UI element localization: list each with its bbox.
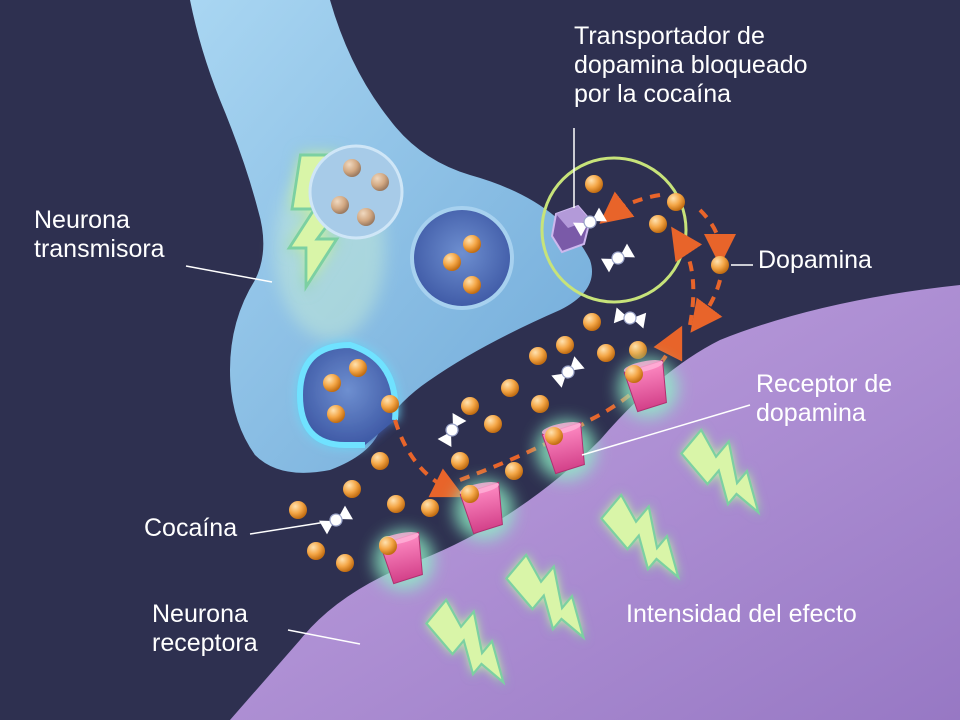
label-receptor: Receptor de dopamina	[756, 370, 892, 428]
label-effect-intensity-text: Intensidad del efecto	[626, 600, 857, 628]
label-receptor-line-1: Receptor de	[756, 370, 893, 398]
label-effect-intensity: Intensidad del efecto	[626, 600, 857, 629]
label-cocaine: Cocaína	[144, 514, 237, 543]
label-transporter-line-1: Transportador de	[574, 22, 765, 50]
label-receiving-neuron: Neurona receptora	[152, 600, 258, 658]
dopamine-transporter	[550, 204, 592, 254]
label-transporter-line-2: dopamina bloqueado	[574, 51, 808, 79]
label-receiving-neuron-line-2: receptora	[152, 629, 258, 657]
label-receiving-neuron-line-1: Neurona	[152, 600, 248, 628]
vesicle-pale	[308, 144, 404, 240]
vesicle-full	[410, 206, 514, 310]
label-transmitting-neuron: Neurona transmisora	[34, 206, 165, 264]
label-transmitting-neuron-line-2: transmisora	[34, 235, 165, 263]
label-transmitting-neuron-line-1: Neurona	[34, 206, 130, 234]
label-dopamine-text: Dopamina	[758, 246, 872, 274]
leader-lines	[185, 264, 753, 645]
label-transporter: Transportador de dopamina bloqueado por …	[574, 22, 808, 109]
label-receptor-line-2: dopamina	[756, 399, 866, 427]
label-cocaine-text: Cocaína	[144, 514, 238, 542]
receiving-neuron	[230, 285, 960, 720]
transmitting-neuron	[190, 0, 592, 473]
reuptake-arrows	[393, 191, 736, 498]
vesicle-fusing	[296, 341, 399, 448]
label-transporter-line-3: por la cocaína	[574, 80, 732, 108]
label-dopamine: Dopamina	[758, 246, 872, 275]
